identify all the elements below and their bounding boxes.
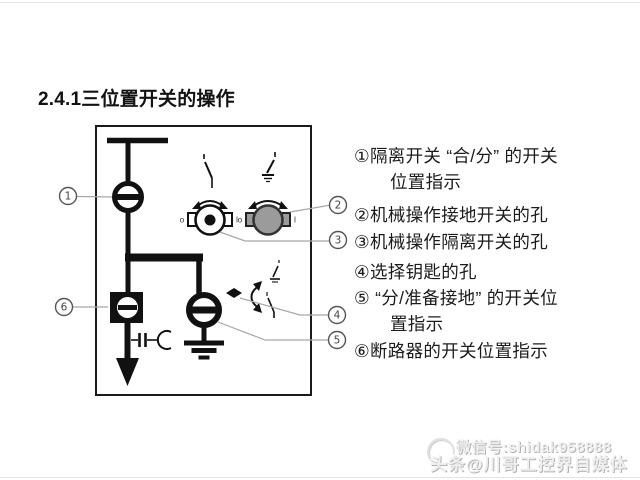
key-selector-diamond	[226, 288, 242, 298]
bottom-edge-line	[0, 477, 640, 478]
rotate-arrow-icon	[192, 200, 228, 209]
feeder-arrow-down	[116, 358, 139, 386]
callout-6: 6	[54, 297, 74, 317]
svg-text:2: 2	[335, 200, 342, 212]
ground-symbol	[184, 340, 224, 360]
busbar	[107, 137, 168, 183]
callout-4: 4	[327, 305, 347, 325]
earthing-switch-symbol	[186, 292, 222, 342]
mini-disconnector-icon	[266, 292, 275, 318]
disconnector-operation-knob: o I	[180, 204, 238, 236]
legend-line-5a: ⑤ “分/准备接地” 的开关位	[354, 288, 558, 308]
rotate-arrow-icon	[248, 200, 288, 209]
earthing-operation-knob: o I	[238, 204, 296, 236]
svg-text:4: 4	[334, 310, 341, 322]
legend-line-3: ③机械操作隔离开关的孔	[354, 232, 548, 252]
page-title: 2.4.1三位置开关的操作	[38, 89, 235, 110]
svg-text:1: 1	[65, 191, 72, 203]
mini-ground-icon	[270, 260, 280, 283]
capacitor-tap	[131, 330, 172, 350]
watermark-logo-icon	[427, 438, 455, 466]
callout-2: 2	[328, 195, 348, 215]
toggle-arrow-icon	[250, 281, 262, 313]
leader-lines	[73, 195, 332, 341]
callout-1: 1	[58, 186, 78, 206]
legend-line-1b: 位置指示	[390, 172, 462, 192]
callout-5: 5	[327, 330, 347, 350]
open-marker: o	[180, 216, 185, 225]
closed-marker: I	[236, 216, 238, 225]
open-marker: o	[238, 216, 243, 225]
schematic-diagram: o I o I	[54, 125, 348, 396]
legend-line-1a: ①隔离开关 “合/分” 的开关	[354, 146, 558, 166]
junction-bar	[125, 253, 203, 294]
callout-3: 3	[328, 230, 348, 250]
svg-text:6: 6	[61, 302, 68, 314]
mini-ground-icon	[262, 152, 276, 183]
top-edge-line	[0, 2, 640, 3]
watermark-wechat-id: 微信号:shidak958888	[456, 439, 612, 456]
mini-disconnector-icon	[203, 154, 213, 188]
watermark-toutiao-handle: 头条@川哥工控界自媒体	[430, 455, 628, 474]
legend-line-4: ④选择钥匙的孔	[354, 262, 477, 282]
svg-text:3: 3	[335, 235, 342, 247]
breaker-symbol	[110, 292, 143, 360]
callout-bubbles: 1 2 3 4 5 6	[54, 186, 348, 350]
legend-line-5b: 置指示	[390, 314, 444, 334]
disconnector-symbol	[112, 181, 144, 258]
legend-line-2: ②机械操作接地开关的孔	[354, 205, 548, 225]
svg-text:5: 5	[334, 335, 341, 347]
closed-marker: I	[294, 216, 296, 225]
legend-line-6: ⑥断路器的开关位置指示	[354, 341, 548, 361]
